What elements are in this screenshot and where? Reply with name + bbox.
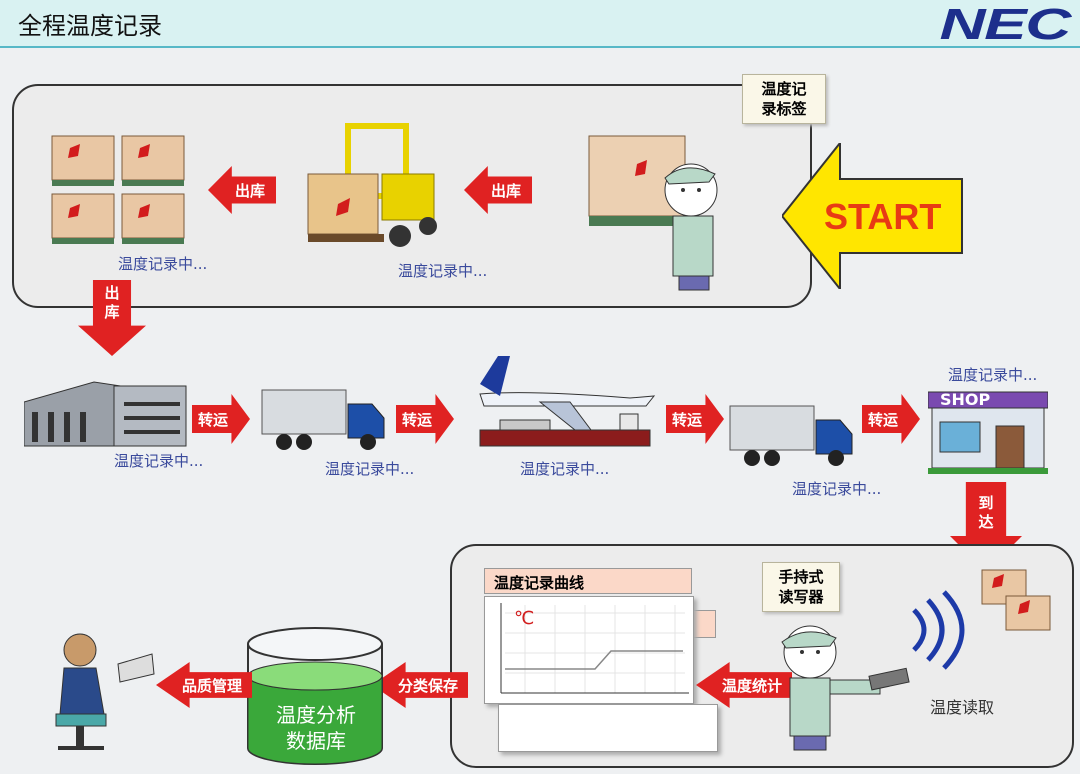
caption-truck-2: 温度记录中...: [792, 480, 882, 498]
plane-and-ship-icon: [479, 356, 656, 447]
header-bar: [0, 0, 1080, 48]
analyst-at-laptop-icon: [55, 633, 155, 750]
worker-with-boxes-icon: [588, 135, 718, 291]
warehouse-building-icon: [24, 381, 187, 447]
arrow-transfer-1: 转运: [192, 394, 250, 444]
temp-chart: [484, 596, 694, 704]
arrow-quality: 品质管理: [156, 662, 252, 708]
database-label: 温度分析 数据库: [276, 703, 356, 753]
chart-title-bar: [484, 568, 692, 594]
caption-warehouse: 温度记录中...: [114, 452, 204, 470]
caption-plane-ship: 温度记录中...: [520, 460, 610, 478]
reader-callout: 手持式 读写器: [762, 562, 840, 612]
shop-building-icon: [928, 391, 1048, 474]
arrow-down-arrive-label: 到 达: [978, 494, 994, 531]
chart-title: 温度记录曲线: [494, 574, 585, 592]
forklift-icon: [307, 123, 437, 247]
radio-waves-icon: [912, 590, 965, 670]
arrow-transfer-4: 转运: [862, 394, 920, 444]
chart-unit: ℃: [514, 608, 535, 629]
arrow-transfer-2: 转运: [396, 394, 454, 444]
start-label: START: [824, 196, 942, 237]
temp-chart-lower: [498, 704, 718, 752]
tagged-boxes-icon: [981, 569, 1051, 631]
worker-with-reader-icon: [781, 625, 910, 751]
page-title: 全程温度记录: [18, 12, 162, 40]
nec-logo: NEC: [939, 0, 1072, 49]
temp-reading-label: 温度读取: [930, 698, 995, 717]
arrow-transfer-3: 转运: [666, 394, 724, 444]
arrow-down-out-label: 出 库: [104, 284, 120, 321]
temp-chart-grid: [500, 603, 689, 694]
caption-truck-1: 温度记录中...: [325, 460, 415, 478]
shop-sign: SHOP: [940, 390, 991, 409]
truck-2-icon: [729, 405, 853, 466]
caption-shop: 温度记录中...: [948, 366, 1038, 384]
caption-forklift: 温度记录中...: [398, 262, 488, 280]
database-cylinder-icon: [247, 627, 383, 765]
caption-pallets: 温度记录中...: [118, 255, 208, 273]
start-arrow-icon: [782, 143, 963, 289]
pallet-stacks-icon: [51, 135, 185, 244]
truck-1-icon: [261, 389, 385, 450]
temp-tag-callout: 温度记 录标签: [742, 74, 826, 124]
